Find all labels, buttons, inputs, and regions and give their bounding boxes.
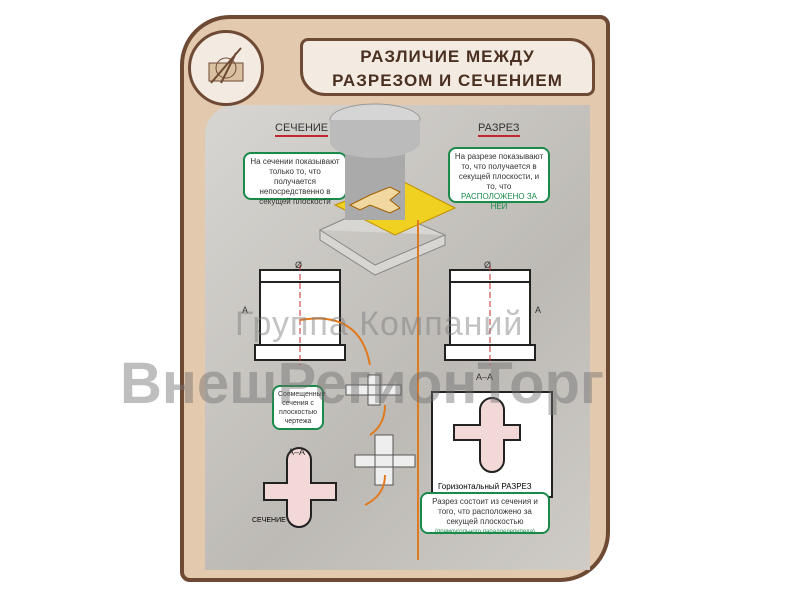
title-line-1: РАЗЛИЧИЕ МЕЖДУ <box>360 47 535 66</box>
cut-note: На разрезе показывают то, что получается… <box>448 147 550 211</box>
page-title: РАЗЛИЧИЕ МЕЖДУ РАЗРЕЗОМ И СЕЧЕНИЕМ <box>300 38 595 96</box>
cut-label: РАЗРЕЗ <box>478 122 520 137</box>
cut-consists-text: Разрез состоит из сечения и того, что ра… <box>432 497 538 526</box>
cut-note-text: На разрезе показывают то, что получается… <box>454 152 544 191</box>
cut-consists-small: (прямоугольного параллелепипеда) <box>435 529 535 535</box>
a-mark-left: А <box>242 305 249 315</box>
front-view-right <box>444 265 536 365</box>
section-label: СЕЧЕНИЕ <box>275 122 329 137</box>
horizontal-cut-label: Горизонтальный РАЗРЕЗ <box>438 482 532 491</box>
combined-sections-note: Совмещенные сечения с плоскостью чертежа <box>272 385 326 430</box>
front-view-left <box>254 265 346 365</box>
cut-consists-note: Разрез состоит из сечения и того, что ра… <box>420 492 550 535</box>
aa-left-label: А–А <box>288 447 306 457</box>
drawing-canvas <box>254 103 553 560</box>
aa-right-label: А–А <box>476 372 494 382</box>
diameter-left: Ø <box>295 260 303 270</box>
3d-model <box>318 103 457 276</box>
title-line-2: РАЗРЕЗОМ И СЕЧЕНИЕМ <box>332 71 563 90</box>
cut-note-accent: РАСПОЛОЖЕНО ЗА НЕЙ <box>460 192 538 211</box>
orange-arrows <box>299 317 386 506</box>
section-cross-left <box>263 374 416 528</box>
section-small-label: СЕЧЕНИЕ <box>252 517 286 524</box>
diameter-right: Ø <box>484 260 492 270</box>
drafting-tools-logo-icon <box>188 30 264 106</box>
watermark-line-2: ВнешРегионТорг <box>120 351 605 416</box>
cut-view <box>431 391 553 498</box>
watermark-line-1: Группа Компаний <box>235 305 524 343</box>
a-mark-right: А <box>535 305 542 315</box>
section-note: На сечении показывают только то, что пол… <box>243 152 347 206</box>
